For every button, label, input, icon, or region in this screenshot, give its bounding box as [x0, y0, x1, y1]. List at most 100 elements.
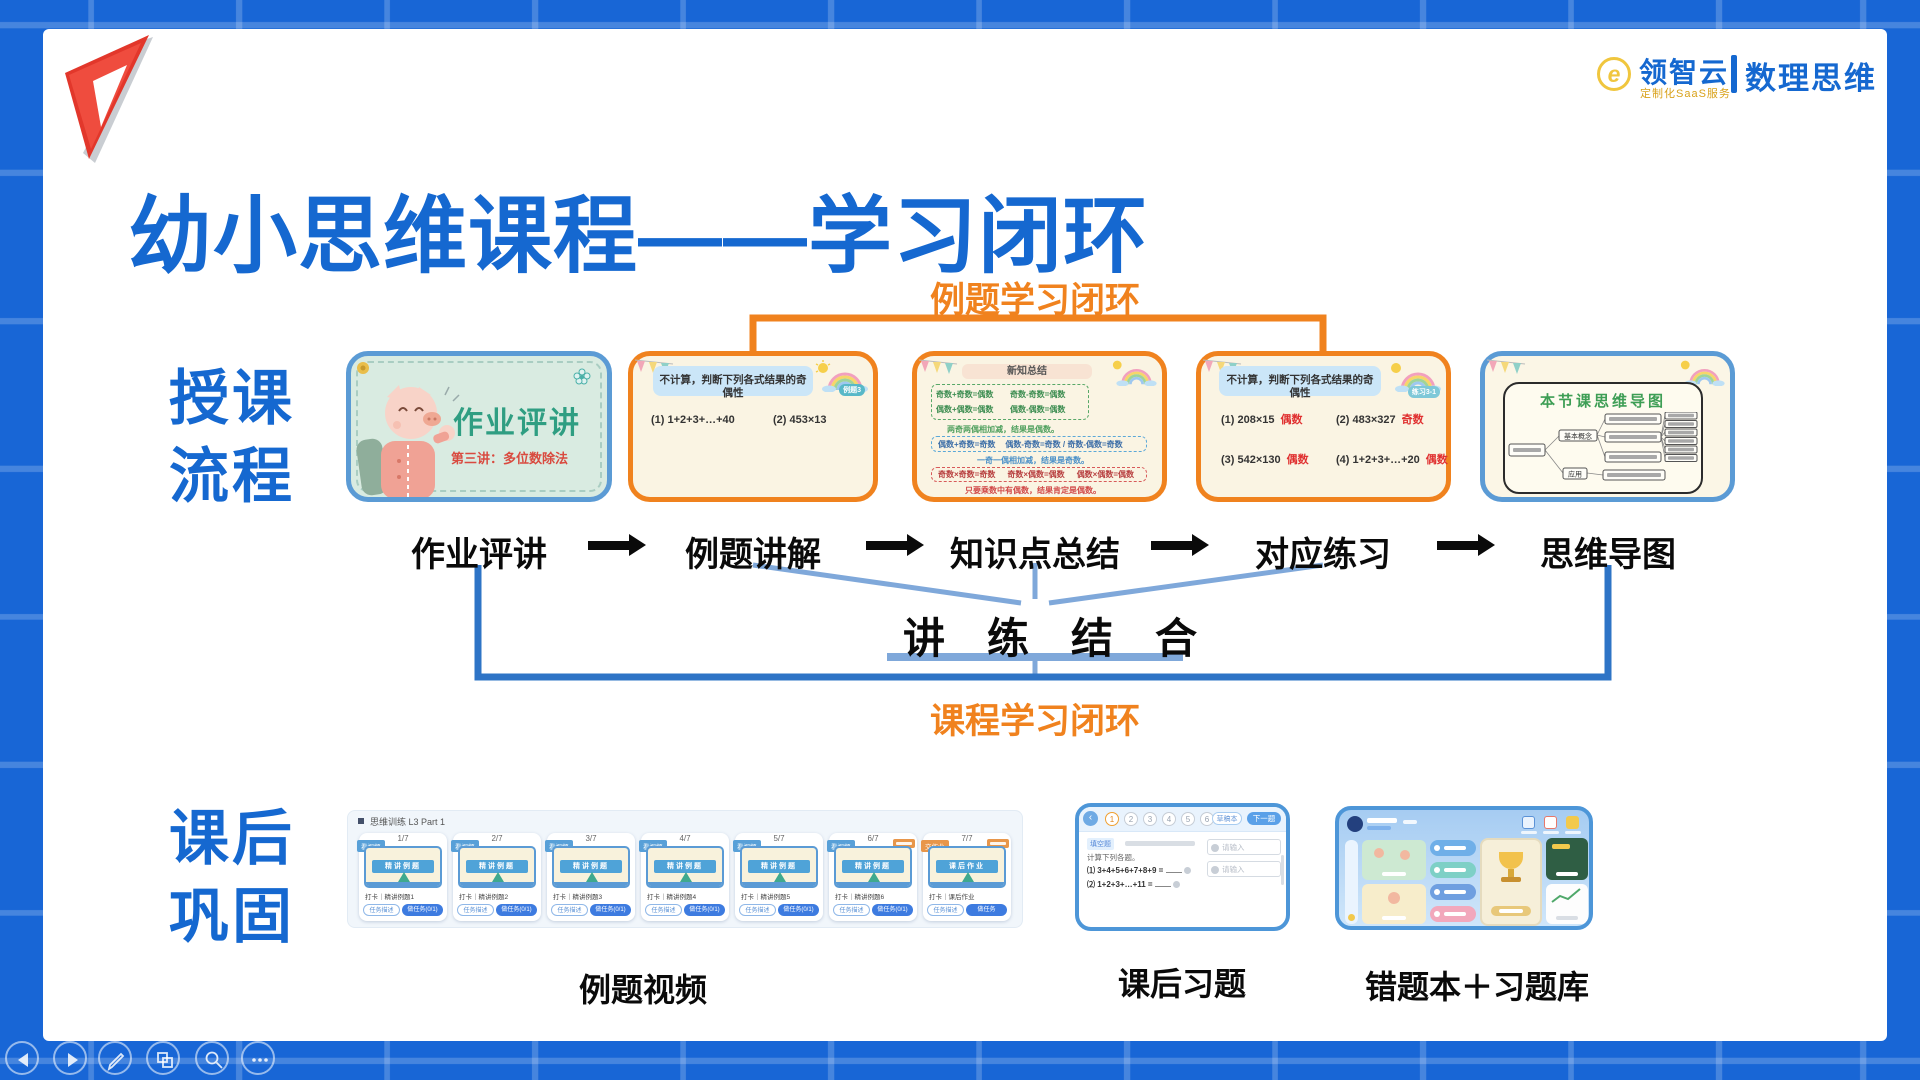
creation-icon: [1566, 816, 1579, 829]
textbook-card: [1546, 838, 1588, 880]
flower-icon: [573, 368, 591, 385]
banner-label-bar: [1499, 909, 1523, 913]
rainbow-icon: [1112, 360, 1157, 386]
pill-dot: [1434, 889, 1440, 895]
answer-blank: [1154, 886, 1171, 887]
zoom-button[interactable]: [195, 1041, 229, 1075]
pig-illustration: [356, 385, 460, 497]
teaching-label-line2: 流程: [169, 443, 295, 510]
summary-red-box: 奇数×奇数=奇数 奇数×偶数=偶数 偶数×偶数=偶数: [931, 467, 1147, 482]
card-label-bar: [1382, 872, 1406, 876]
video-panel-title: 思维训练 L3 Part 1: [370, 817, 446, 827]
video-card-index: 3/7: [585, 834, 597, 843]
question-type-tag: 填空题: [1087, 838, 1114, 850]
pencil-dot-icon: [1211, 844, 1219, 852]
menu-pill-practice: [1430, 906, 1476, 922]
video-panel-bullet-icon: [358, 818, 364, 824]
clock-icon: [1348, 914, 1355, 921]
summary-eq: 偶数+奇数=奇数: [938, 439, 996, 449]
question-number: 3: [1143, 812, 1157, 826]
step-arrow-icon: [588, 534, 646, 556]
video-banner: 精讲例题: [372, 860, 434, 873]
meta-text-bar: [1125, 841, 1195, 846]
step-label-4: 对应练习: [1255, 536, 1391, 574]
video-thumbnail: 精讲例题: [458, 846, 536, 888]
video-card-index: 2/7: [491, 834, 503, 843]
step-arrow-icon: [866, 534, 924, 556]
video-banner: 精讲例题: [748, 860, 810, 873]
video-caption: 打卡｜精讲例题1: [365, 894, 415, 901]
mindmap-title: 本节课思维导图: [1539, 393, 1666, 410]
video-card: 6/7 看视频 精讲例题 打卡｜精讲例题6 任务描述 做任务(0/1): [827, 833, 917, 921]
practice-a4: 偶数: [1425, 454, 1448, 466]
video-card-row: 1/7 看视频 精讲例题 打卡｜精讲例题1 任务描述 做任务(0/1) 2/7 …: [357, 833, 1011, 921]
video-card: 7/7 交作业 课后作业 打卡｜课后作业 任务描述 做任务: [921, 833, 1011, 921]
example-badge: 例题3: [839, 384, 865, 396]
review-label-line1: 课后: [169, 805, 295, 872]
more-options-button[interactable]: [241, 1041, 275, 1075]
do-task-button: 做任务(0/1): [872, 904, 913, 916]
mindmap-branch-basics: 基本概念: [1564, 432, 1592, 441]
quiz-caption: 课后习题: [1118, 966, 1247, 1002]
input-placeholder: 请输入: [1222, 843, 1245, 852]
library-caption: 错题本＋习题库: [1365, 969, 1590, 1005]
step-arrow-icon: [1437, 534, 1495, 556]
menu-pill-notes: [1430, 884, 1476, 900]
task-desc-button: 任务描述: [927, 904, 964, 916]
thumb-bottom-bar: [930, 882, 1004, 886]
points-card: [1546, 884, 1588, 924]
trophy-stem: [1508, 869, 1514, 877]
draft-button: 草稿本: [1212, 812, 1242, 825]
previous-slide-button[interactable]: [5, 1041, 39, 1075]
garland-icon: [919, 359, 958, 374]
video-thumbnail: 精讲例题: [834, 846, 912, 888]
quiz-screenshot: ‹ 1 2 3 4 5 6 草稿本 下一题 填空题 计算下列各题。 ⑴ 3+4+…: [1075, 803, 1290, 931]
menu-pill-replay: [1430, 862, 1476, 878]
video-banner: 精讲例题: [654, 860, 716, 873]
pencil-dot-icon: [1173, 881, 1181, 889]
triangle-ruler-icon: [492, 872, 504, 882]
slide-canvas: 幼小思维课程——学习闭环 e 领智云 定制化SaaS服务 数理思维 例题学习闭环…: [43, 29, 1887, 1041]
video-card-index: 6/7: [867, 834, 879, 843]
status-badge: [987, 839, 1009, 848]
menu-pill-courses: [1430, 840, 1476, 856]
figure-dot: [1388, 892, 1400, 904]
pen-tool-button[interactable]: [98, 1041, 132, 1075]
answer-input: 请输入: [1207, 839, 1281, 855]
video-card: 5/7 看视频 精讲例题 打卡｜精讲例题5 任务描述 做任务(0/1): [733, 833, 823, 921]
pill-label-bar: [1444, 846, 1466, 850]
thumb-bottom-bar: [648, 882, 722, 886]
video-thumbnail: 课后作业: [928, 846, 1006, 888]
mindmap-graph: 基本概念 应用: [1508, 412, 1698, 481]
next-slide-button[interactable]: [53, 1041, 87, 1075]
example-card-header: 不计算，判断下列各式结果的奇偶性: [653, 366, 813, 399]
practice-card-header: 不计算，判断下列各式结果的奇偶性: [1219, 366, 1381, 399]
card-homework-review: 作业评讲 第三讲：多位数除法: [346, 351, 612, 502]
triangle-ruler-icon: [774, 872, 786, 882]
step-label-5: 思维导图: [1540, 536, 1676, 574]
review-label-line2: 巩固: [169, 883, 295, 950]
icon-label-bar: [1543, 831, 1559, 834]
red-arrow-logo: [65, 35, 153, 163]
quiz-q1-text: ⑴ 3+4+5+6+7+8+9 =: [1087, 866, 1164, 875]
video-card: 4/7 看视频 精讲例题 打卡｜精讲例题4 任务描述 做任务(0/1): [639, 833, 729, 921]
do-task-button: 做任务(0/1): [402, 904, 443, 916]
brand-divider: [1731, 55, 1737, 93]
task-desc-button: 任务描述: [833, 904, 870, 916]
example-item-2: (2) 453×13: [773, 414, 827, 426]
summary-eq: 偶数+偶数=偶数: [936, 405, 994, 414]
quiz-q2-text: ⑵ 1+2+3+…+11 =: [1087, 880, 1153, 889]
task-desc-button: 任务描述: [363, 904, 400, 916]
page-title: 幼小思维课程——学习闭环: [128, 189, 1149, 283]
exercise-book-icon: [1522, 816, 1535, 829]
card-label-bar: [1382, 916, 1406, 920]
slide-panel-button[interactable]: [146, 1041, 180, 1075]
question-number: 2: [1124, 812, 1138, 826]
summary-eq: 奇数+奇数=偶数: [936, 390, 994, 399]
video-banner: 精讲例题: [842, 860, 904, 873]
brand-name: 领智云: [1639, 57, 1730, 88]
task-desc-button: 任务描述: [457, 904, 494, 916]
triangle-ruler-icon: [680, 872, 692, 882]
answer-blank: [1165, 872, 1182, 873]
pill-dot: [1434, 911, 1440, 917]
